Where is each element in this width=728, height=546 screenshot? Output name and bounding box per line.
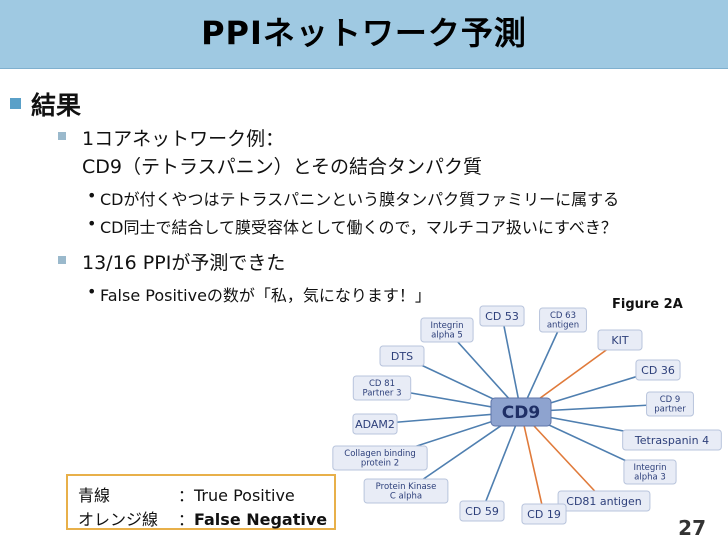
node-center-cd9: CD9 [490,397,552,427]
node-box [479,305,525,327]
node-cd59: CD 59 [459,500,505,522]
node-label: CD 19 [527,508,561,521]
node-cd81: CD81 antigen [557,490,651,512]
bullet-results: 結果 [10,86,81,122]
node-tspan4: Tetraspanin 4 [622,429,722,451]
legend-box: 青線 ：True Positive オレンジ線 ：False Negative [66,474,336,530]
legend-orange-value: ：False Negative [178,506,327,530]
legend-orange-value-bold: False Negative [194,510,328,529]
node-box [557,490,651,512]
node-label: Integrin [633,463,666,473]
node-dts: DTS [379,345,425,367]
node-label: alpha 3 [634,473,666,483]
node-label: Collagen binding [344,449,415,459]
node-adam2: ADAM2 [352,413,398,435]
dot-bullet-icon: • [87,282,97,301]
node-label: CD 63 [550,311,576,321]
edge-cd63 [520,319,564,413]
node-box [352,375,412,401]
node-box [646,391,694,417]
point-false-positive-text: False Positiveの数が「私，気になります！」 [100,286,431,305]
page-number: 27 [678,516,706,540]
node-label: CD 59 [465,505,499,518]
node-label: DTS [391,350,413,363]
node-cd19: CD 19 [521,503,567,525]
node-label: CD 9 [660,395,681,405]
node-label: CD 53 [485,310,519,323]
center-node-box [490,397,552,427]
figure-label: Figure 2A [612,297,683,312]
title-bar: PPIネットワーク予測 [0,0,728,69]
point-multicore-text: CD同士で結合して膜受容体として働くので，マルチコア扱いにすべき？ [100,218,617,237]
node-kit: KIT [597,329,643,351]
edge-cd19 [520,411,545,515]
point-cd-family-text: CDが付くやつはテトラスパニンという膜タンパク質ファミリーに属する [100,190,620,209]
node-label: Partner 3 [362,389,401,399]
node-label: CD 36 [641,364,675,377]
point-multicore: •CD同士で結合して膜受容体として働くので，マルチコア扱いにすべき？ [87,214,617,238]
node-label: KIT [611,334,628,347]
node-box [623,459,677,485]
node-label: CD81 antigen [566,495,641,508]
edge-cd59 [481,411,522,512]
node-label: Integrin [430,321,463,331]
legend-orange-label: オレンジ線 [78,510,159,529]
node-label: ADAM2 [355,418,395,431]
node-label: antigen [547,321,579,331]
point-false-positive: •False Positiveの数が「私，気になります！」 [87,282,431,306]
bullet-results-text: 結果 [31,91,82,120]
node-label: C alpha [390,492,422,502]
point-cd-family: •CDが付くやつはテトラスパニンという膜タンパク質ファミリーに属する [87,186,620,210]
node-box [352,413,398,435]
center-node-label: CD9 [502,403,540,423]
node-label: CD 81 [369,379,395,389]
sub-bullet-example-line2: CD9（テトラスパニン）とその結合タンパク質 [82,156,483,178]
legend-blue-label: 青線 [78,486,111,505]
node-box [597,329,643,351]
node-label: protein 2 [361,459,399,469]
node-label: partner [654,405,686,415]
edge-cd53 [501,315,522,413]
node-box [622,429,722,451]
square-bullet-icon [58,132,66,140]
node-cd36: CD 36 [635,359,681,381]
sub-bullet-prediction-text: 13/16 PPIが予測できた [82,252,286,274]
legend-orange-value-text: ：False Negative [178,510,328,529]
edge-cd81 [520,411,605,502]
page-title: PPIネットワーク予測 [201,14,527,52]
node-box [363,478,449,504]
dot-bullet-icon: • [87,186,97,205]
node-box [539,307,587,333]
square-bullet-icon [58,256,66,264]
node-box [635,359,681,381]
sub-bullet-example-line1: 1コアネットワーク例： [82,128,285,150]
node-box [420,317,474,343]
node-box [459,500,505,522]
node-label: Protein Kinase [376,482,437,492]
dot-bullet-icon: • [87,214,97,233]
node-box [521,503,567,525]
node-box [332,445,428,471]
node-label: Tetraspanin 4 [634,434,709,447]
node-label: alpha 5 [431,331,463,341]
legend-blue-value: ：True Positive [178,486,295,505]
node-cd53: CD 53 [479,305,525,327]
square-bullet-icon [10,98,21,109]
node-box [379,345,425,367]
